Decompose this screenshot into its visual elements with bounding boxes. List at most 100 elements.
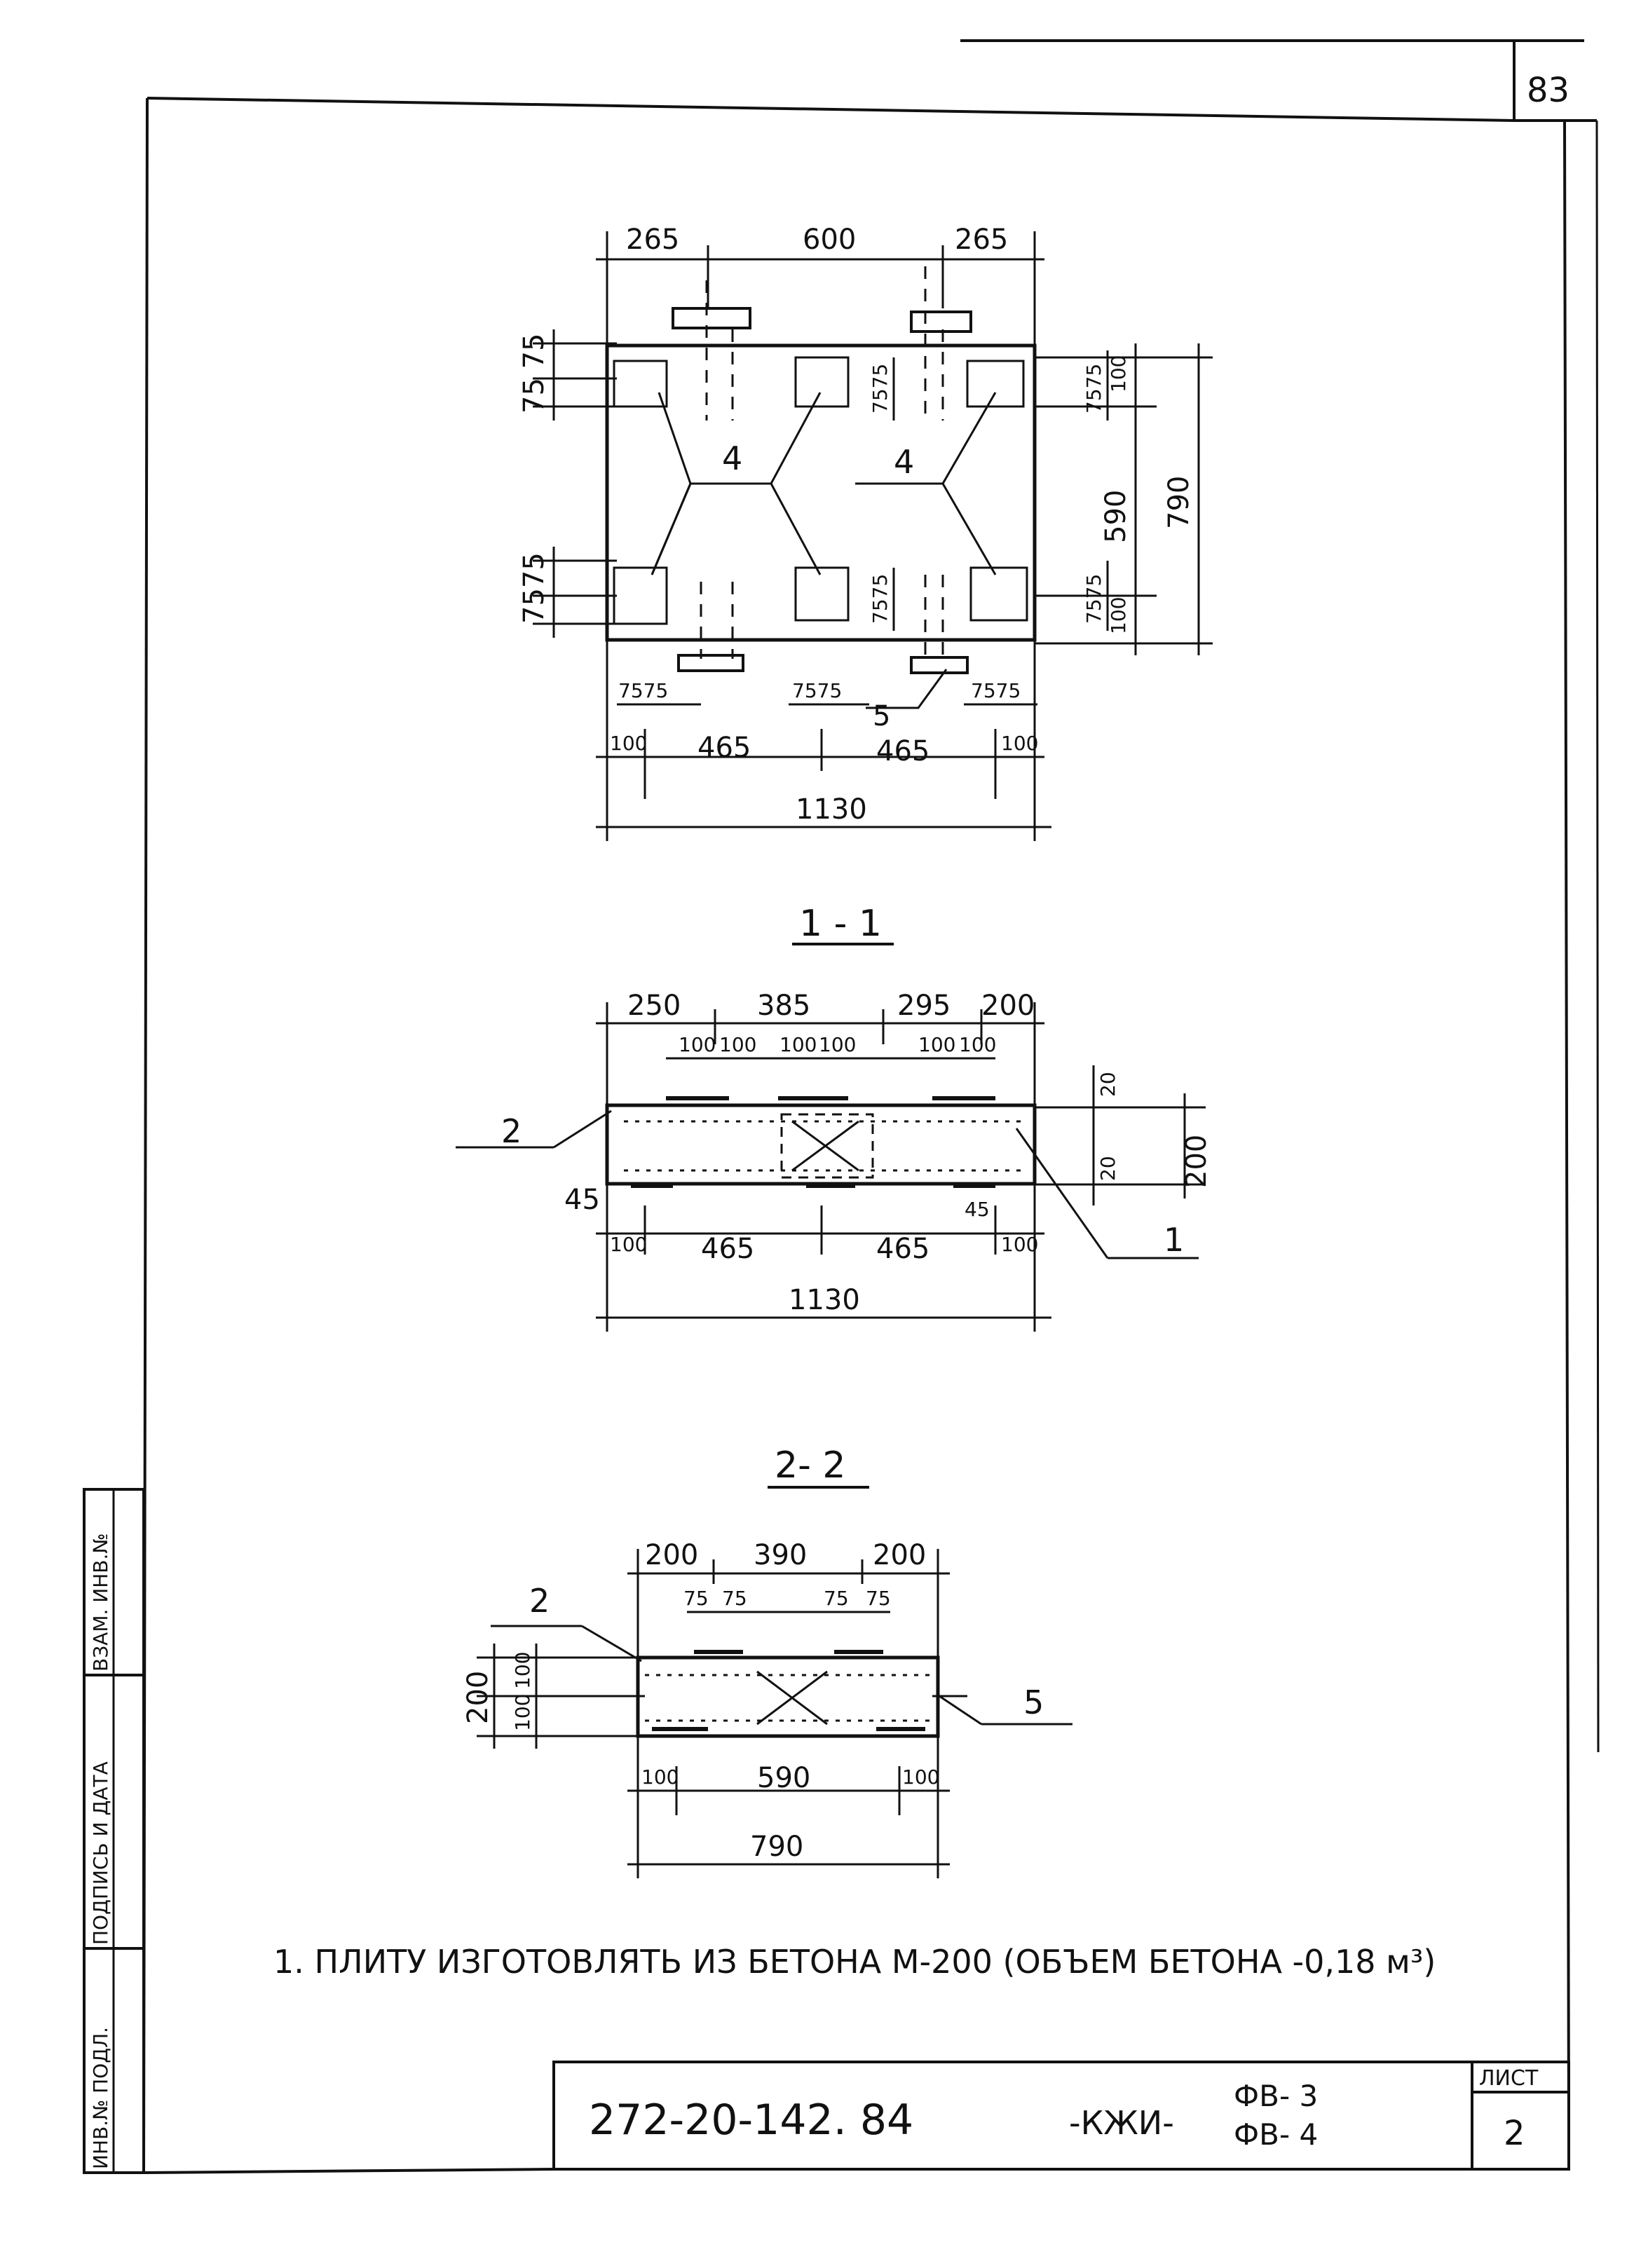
side-stamp-podpis: ПОДПИСЬ И ДАТА bbox=[89, 1761, 112, 1945]
plan-right-dim-2: 590 bbox=[1100, 490, 1132, 543]
sheet-number: 2 bbox=[1504, 2114, 1525, 2153]
plan-top-dim-1: 265 bbox=[626, 224, 679, 256]
s1-sub-dim-5: 100 bbox=[918, 1033, 955, 1056]
plan-bottom-dim-3: 465 bbox=[876, 735, 929, 767]
s2-bottom-dim-3: 100 bbox=[902, 1765, 939, 1789]
plan-bottom-small-1: 7575 bbox=[618, 679, 668, 702]
plate-bottom-right bbox=[969, 566, 1028, 622]
plan-inner-dim-4: 7575 bbox=[1082, 574, 1105, 624]
leader-4-left-top bbox=[658, 392, 822, 485]
plate-top-left bbox=[613, 360, 668, 408]
concrete-note: 1. ПЛИТУ ИЗГОТОВЛЯТЬ ИЗ БЕТОНА М-200 (ОБ… bbox=[273, 1943, 1436, 1981]
s1-callout-1: 1 bbox=[1164, 1221, 1184, 1259]
side-stamp-vzam: ВЗАМ. ИНВ.№ bbox=[89, 1533, 112, 1672]
s1-top-dim-3: 295 bbox=[897, 990, 951, 1022]
plan-labels: 265 600 265 75 75 7575 7575 7575 7575 75… bbox=[518, 224, 1195, 826]
plate-top-right bbox=[966, 360, 1025, 408]
mark-prefix: -КЖИ- bbox=[1069, 2104, 1174, 2142]
s2-overall-dim: 790 bbox=[750, 1831, 803, 1863]
plate-bottom-mid bbox=[794, 566, 850, 622]
s2-left-dim-3: 100 bbox=[511, 1694, 534, 1731]
s1-sub-dim-3: 100 bbox=[779, 1033, 817, 1056]
plate-bottom-left bbox=[613, 566, 668, 625]
page-number: 83 bbox=[1527, 71, 1569, 110]
s2-bottom-dim-2: 590 bbox=[757, 1762, 810, 1794]
loop-top-left bbox=[672, 307, 751, 329]
s2-callout-2: 2 bbox=[529, 1582, 550, 1620]
s2-left-dim-2: 100 bbox=[511, 1652, 534, 1689]
s1-bottom-dim-4: 100 bbox=[1001, 1233, 1038, 1256]
s1-callout-2: 2 bbox=[501, 1112, 522, 1150]
s1-right-dim-1: 20 bbox=[1096, 1072, 1119, 1097]
mark-bottom: ФВ- 4 bbox=[1234, 2117, 1318, 2152]
s1-sub-dim-6: 100 bbox=[959, 1033, 996, 1056]
plan-bottom-small-2: 7575 bbox=[792, 679, 842, 702]
frame-right bbox=[1563, 120, 1570, 2131]
s1-overall-dim: 1130 bbox=[789, 1284, 860, 1316]
s1-right-dim-3: 200 bbox=[1180, 1135, 1213, 1188]
s2-sub-dim-1: 75 bbox=[683, 1587, 709, 1610]
plan-right-dim-4: 790 bbox=[1163, 476, 1195, 529]
plan-callout-5: 5 bbox=[873, 700, 890, 732]
plan-view bbox=[533, 231, 1213, 841]
plan-inner-dim-3: 7575 bbox=[869, 574, 892, 624]
s2-callout-5: 5 bbox=[1023, 1683, 1044, 1721]
s1-top-dim-2: 385 bbox=[757, 990, 810, 1022]
loop-bottom-left bbox=[677, 654, 744, 672]
s1-left-dim: 45 bbox=[564, 1184, 600, 1216]
s1-sub-dim-1: 100 bbox=[679, 1033, 716, 1056]
leader-5 bbox=[866, 669, 948, 709]
loop-top-right bbox=[910, 310, 972, 333]
plan-outline bbox=[605, 343, 1037, 642]
s1-bottom-dim-3: 465 bbox=[876, 1233, 929, 1265]
s1-sub-dim-4: 100 bbox=[819, 1033, 856, 1056]
frame-right-outer bbox=[1595, 120, 1600, 1753]
section-2-labels: 2- 2 200 390 200 75 75 75 75 200 100 100… bbox=[462, 1444, 1044, 1863]
document-code: 272-20-142. 84 bbox=[589, 2096, 913, 2145]
plan-left-dim-bottom: 7575 bbox=[518, 552, 550, 624]
s1-inner-dim: 45 bbox=[965, 1198, 990, 1221]
s1-bottom-dim-1: 100 bbox=[610, 1233, 647, 1256]
s1-sub-dim-2: 100 bbox=[719, 1033, 756, 1056]
plan-callout-4-right: 4 bbox=[894, 443, 914, 481]
plan-bottom-dim-4: 100 bbox=[1001, 732, 1038, 755]
section-1-outline bbox=[605, 1103, 1037, 1186]
sheet-label: ЛИСТ bbox=[1479, 2066, 1539, 2091]
plan-top-dim-2: 600 bbox=[803, 224, 856, 256]
loop-bottom-right bbox=[910, 656, 969, 674]
s2-sub-dim-2: 75 bbox=[722, 1587, 747, 1610]
plan-right-dim-1: 100 bbox=[1107, 355, 1130, 392]
plan-callout-4-left: 4 bbox=[722, 439, 742, 477]
plan-inner-dim-2: 7575 bbox=[1082, 364, 1105, 414]
s1-right-dim-2: 20 bbox=[1096, 1156, 1119, 1181]
section-2-drawing bbox=[477, 1486, 1072, 1878]
title-block-frame bbox=[552, 2061, 1570, 2171]
s2-sub-dim-4: 75 bbox=[866, 1587, 891, 1610]
s1-top-dim-1: 250 bbox=[627, 990, 681, 1022]
plan-bottom-small-3: 7575 bbox=[971, 679, 1021, 702]
frame-top bbox=[147, 97, 1515, 122]
s2-bottom-dim-1: 100 bbox=[641, 1765, 679, 1789]
section-2-outline bbox=[636, 1655, 940, 1738]
frame-bottom-left bbox=[143, 2168, 554, 2174]
mark-top: ФВ- 3 bbox=[1234, 2079, 1318, 2113]
plan-inner-dim-1: 7575 bbox=[869, 364, 892, 414]
plan-top-dim-3: 265 bbox=[955, 224, 1008, 256]
plan-right-dim-3: 100 bbox=[1107, 597, 1130, 634]
side-stamp-inv-podl: ИНВ.№ ПОДЛ. bbox=[89, 2027, 112, 2169]
plan-bottom-dim-2: 465 bbox=[697, 732, 751, 764]
s2-top-dim-3: 200 bbox=[873, 1539, 926, 1571]
s2-left-dim-1: 200 bbox=[462, 1671, 494, 1724]
section-1-labels: 1 - 1 250 385 295 200 100 100 100 100 10… bbox=[501, 903, 1213, 1316]
plan-overall-dim: 1130 bbox=[796, 793, 867, 826]
s2-top-dim-2: 390 bbox=[754, 1539, 807, 1571]
plan-bottom-dim-1: 100 bbox=[610, 732, 647, 755]
s1-top-dim-4: 200 bbox=[981, 990, 1035, 1022]
s2-top-dim-1: 200 bbox=[645, 1539, 698, 1571]
section-1-title: 1 - 1 bbox=[799, 903, 882, 945]
s1-bottom-dim-2: 465 bbox=[701, 1233, 754, 1265]
s2-sub-dim-3: 75 bbox=[824, 1587, 849, 1610]
plate-top-mid bbox=[794, 356, 850, 408]
section-1-drawing bbox=[456, 943, 1206, 1332]
